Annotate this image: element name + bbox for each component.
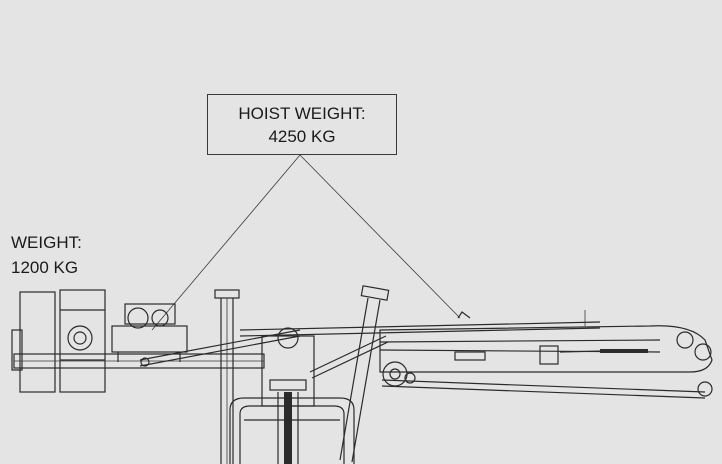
slewing-base (229, 327, 355, 464)
boom (379, 310, 713, 399)
counterweight-title: WEIGHT: (11, 233, 82, 252)
mast-left (214, 289, 240, 464)
counterweight (11, 289, 106, 393)
leader-lines (151, 154, 461, 331)
counterweight-value: 1200 KG (11, 258, 79, 277)
hoist-weight-label: HOIST WEIGHT: 4250 KG (207, 94, 397, 155)
counterweight-label: WEIGHT: 1200 KG (11, 230, 82, 280)
main-beam (13, 353, 265, 369)
hoist-weight-value: 4250 KG (268, 126, 336, 146)
upper-chord (239, 321, 601, 337)
hoist-weight-title: HOIST WEIGHT: (238, 103, 366, 123)
diagonal-strut (309, 285, 390, 463)
hoist-winch (111, 303, 188, 362)
